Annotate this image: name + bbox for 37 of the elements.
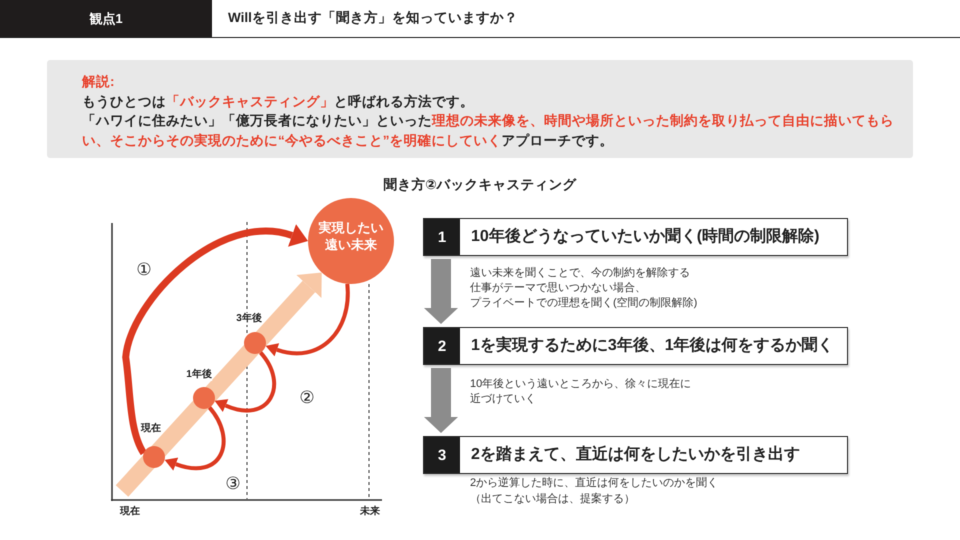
explanation-heading: 解説: (82, 73, 114, 91)
step-heading: 1を実現するために3年後、1年後は何をするか聞く (471, 336, 834, 356)
step-note: 2から逆算した時に、直近は何をしたいのかを聞く (470, 476, 718, 491)
milestone-label: 1年後 (186, 369, 212, 381)
page-title: Willを引き出す「聞き方」を知っていますか？ (228, 9, 518, 27)
step-number: 1 (424, 219, 460, 255)
explanation-text: もうひとつは「バックキャスティング」と呼ばれる方法です。 (82, 92, 474, 111)
step-box (423, 436, 848, 474)
step-heading: 10年後どうなっていたいか聞く(時間の制限解除) (471, 227, 820, 247)
curved-arrow (122, 224, 309, 455)
curved-arrow (214, 351, 276, 413)
chart-heading: 聞き方②バックキャスティング (383, 176, 577, 194)
step-note: プライベートでの理想を聞く(空間の制限解除) (470, 296, 698, 310)
curved-arrow (164, 406, 226, 471)
callout-number: ② (299, 388, 315, 408)
section-tab: 観点1 (0, 0, 212, 37)
step-box (423, 327, 848, 365)
milestone-label: 3年後 (236, 313, 262, 325)
step-box (423, 218, 848, 256)
goal-text: 実現したい遠い未来 (318, 219, 384, 253)
explanation-text: 「ハワイに住みたい」「億万長者になりたい」といった理想の未来像を、時間や場所といった制約を取り払って自由に描いてもらい、そこからその実現のために“今やるべきこと”を明確にしていくアプローチです。 (82, 112, 895, 150)
callout-number: ③ (225, 474, 241, 494)
timeline-arrow (116, 272, 322, 497)
step-number: 2 (424, 328, 460, 364)
down-arrow (424, 368, 458, 433)
callout-number: ① (136, 260, 152, 280)
axis-label: 未来 (360, 506, 380, 518)
step-note: 遠い未来を聞くことで、今の制約を解除する (470, 266, 690, 280)
curved-arrow (265, 284, 350, 357)
step-heading: 2を踏まえて、直近は何をしたいかを引き出す (471, 445, 800, 465)
step-number: 3 (424, 437, 460, 473)
down-arrow (424, 259, 458, 324)
milestone-label: 現在 (141, 423, 161, 435)
axis-label: 現在 (120, 506, 140, 518)
step-note: （出てこない場合は、提案する） (470, 492, 635, 507)
step-note: 仕事がテーマで思いつかない場合、 (470, 280, 646, 296)
step-note: 10年後という遠いところから、徐々に現在に近づけていく (470, 377, 692, 407)
